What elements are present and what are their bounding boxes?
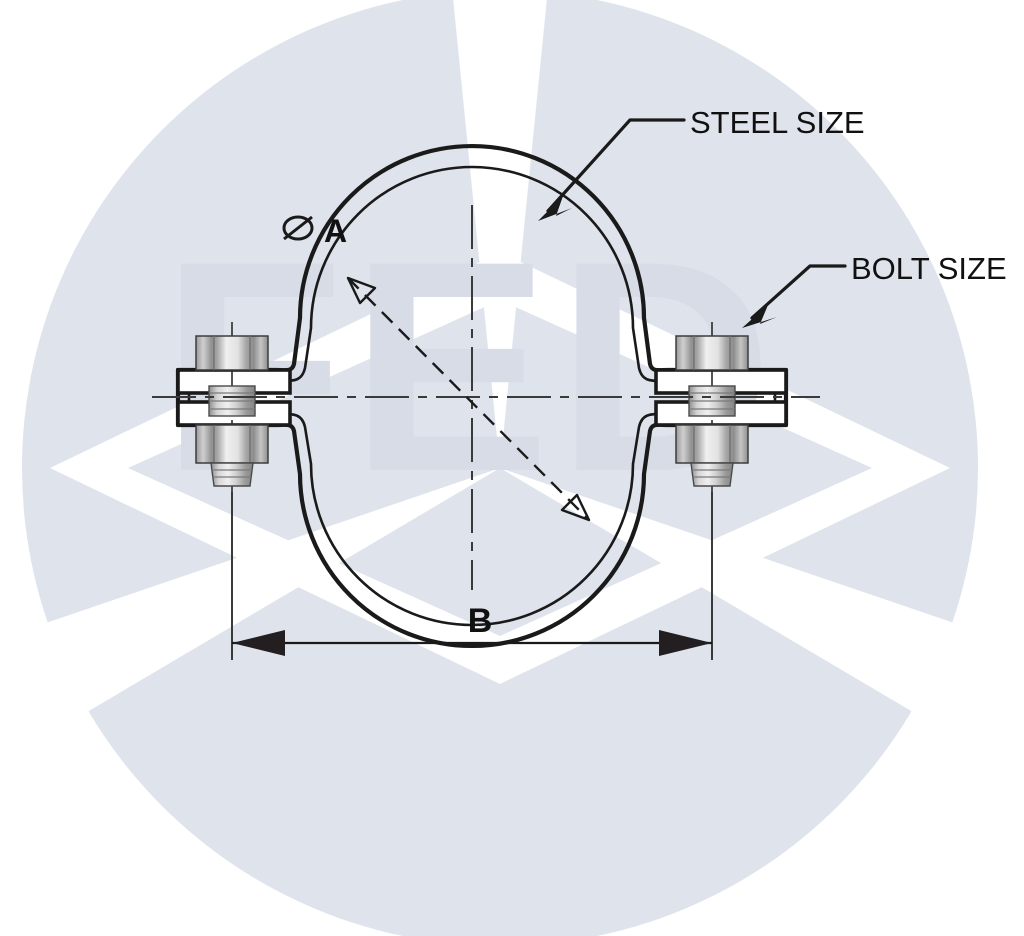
diameter-a-leader-line	[347, 277, 590, 521]
diameter-a-arrow-start	[346, 276, 377, 305]
width-b-arrow-left	[232, 630, 285, 656]
centerlines-group	[152, 205, 820, 590]
steel-size-label: STEEL SIZE	[690, 105, 865, 140]
callout-bolt-size: BOLT SIZE	[742, 251, 1007, 328]
bolt-size-leader-line	[750, 264, 847, 320]
clamp-band-outer-edge	[175, 143, 789, 649]
bolt-right-hex-head	[675, 335, 749, 371]
clamp-ring-group	[175, 143, 789, 649]
bolt-size-label: BOLT SIZE	[851, 251, 1007, 286]
diameter-a-dimension: A	[282, 213, 591, 522]
bolt-assembly-left	[195, 322, 269, 500]
width-b-dimension: B	[231, 492, 713, 660]
callout-steel-size: STEEL SIZE	[538, 105, 865, 221]
diameter-a-arrow-end	[560, 493, 591, 522]
clamp-band-inner-edge	[187, 165, 777, 627]
bolt-left-hex-nut	[195, 424, 269, 464]
diameter-symbol-icon	[282, 215, 314, 241]
steel-size-leader-line	[546, 118, 686, 213]
steel-size-arrowhead	[538, 196, 572, 221]
width-b-label: B	[468, 602, 493, 640]
bolt-assembly-right	[675, 322, 749, 500]
bolt-right-threaded-tail	[690, 462, 734, 487]
bolt-right-hex-nut	[675, 424, 749, 464]
width-b-arrow-right	[659, 630, 712, 656]
bolt-left-threaded-tail	[210, 462, 254, 487]
bolt-size-arrowhead	[742, 305, 777, 328]
diameter-a-label: A	[324, 213, 347, 249]
bolt-left-hex-head	[195, 335, 269, 371]
